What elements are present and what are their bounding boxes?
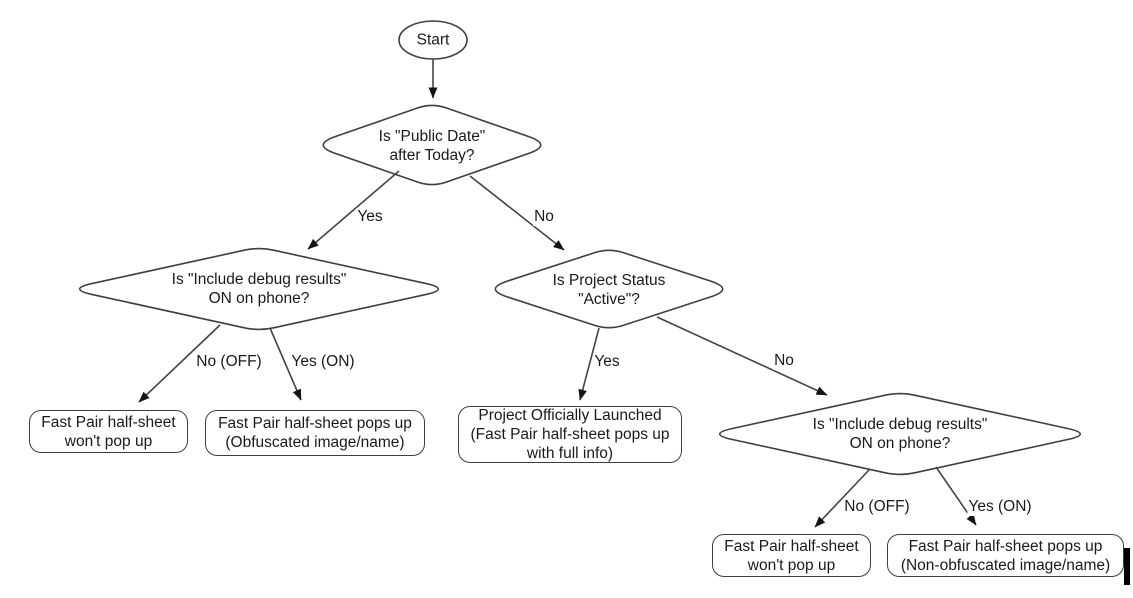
start-node-label: Start (416, 31, 450, 49)
edge-project-status-yes (578, 327, 600, 401)
decision-public-date-shape (322, 104, 542, 186)
decision-debug-right-label: Is "Include debug results" ON on phone? (812, 416, 988, 452)
outcome-popup-obfuscated-label: Fast Pair half-sheet pops up (Obfuscated… (218, 415, 412, 451)
outcome-popup-non-obfuscated: Fast Pair half-sheet pops up (Non-obfusc… (887, 534, 1124, 577)
decision-project-status-shape (494, 249, 724, 329)
edge-label-debug-left-yes-on: Yes (ON) (290, 353, 356, 371)
outcome-no-popup-left-label: Fast Pair half-sheet won't pop up (41, 413, 176, 450)
edge-public-date-no (469, 175, 565, 251)
edge-debug-left-no-off (138, 324, 221, 403)
decision-debug-left-label: Is "Include debug results" ON on phone? (171, 271, 347, 307)
edge-label-public-date-no: No (533, 208, 555, 226)
edge-debug-right-no-off (814, 469, 870, 528)
edge-label-debug-left-no-off: No (OFF) (195, 353, 263, 371)
outcome-launched-label: Project Officially Launched (Fast Pair h… (470, 407, 670, 462)
edge-label-debug-right-yes-on: Yes (ON) (967, 498, 1033, 516)
edge-label-project-status-yes: Yes (593, 353, 621, 371)
edge-label-project-status-no: No (773, 352, 795, 370)
edge-project-status-no (656, 316, 828, 396)
outcome-popup-non-obfuscated-label: Fast Pair half-sheet pops up (Non-obfusc… (900, 537, 1111, 574)
decision-project-status-label: Is Project Status "Active"? (552, 272, 666, 308)
outcome-no-popup-right-label: Fast Pair half-sheet won't pop up (724, 537, 859, 574)
edge-label-public-date-yes: Yes (356, 208, 384, 226)
edge-debug-left-yes-on (269, 327, 302, 401)
edge-debug-right-yes-on (935, 466, 977, 526)
decision-public-date-label: Is "Public Date" after Today? (378, 128, 486, 164)
text-cursor (1124, 548, 1130, 585)
outcome-launched: Project Officially Launched (Fast Pair h… (458, 406, 682, 463)
outcome-no-popup-left: Fast Pair half-sheet won't pop up (29, 410, 188, 453)
edge-public-date-yes (307, 170, 400, 250)
decision-debug-right-shape (718, 392, 1082, 476)
edge-label-debug-right-no-off: No (OFF) (843, 498, 911, 516)
outcome-popup-obfuscated: Fast Pair half-sheet pops up (Obfuscated… (205, 410, 425, 456)
decision-debug-left-shape (78, 247, 440, 331)
outcome-no-popup-right: Fast Pair half-sheet won't pop up (712, 534, 871, 577)
